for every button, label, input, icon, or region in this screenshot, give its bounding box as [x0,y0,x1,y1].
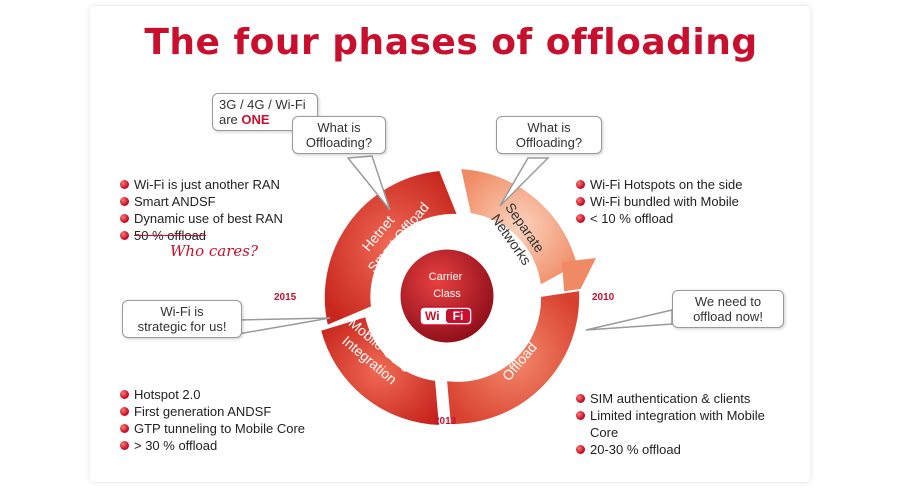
bubble-one-line1: 3G / 4G / Wi-Fi [219,97,306,112]
list-hetnet: Wi-Fi is just another RAN Smart ANDSF Dy… [120,176,283,244]
list-item: First generation ANDSF [120,403,305,420]
year-2010: 2010 [592,292,615,303]
list-item: Wi-Fi bundled with Mobile [576,193,742,210]
bubble-tail-right [499,157,550,207]
list-item: Hotspot 2.0 [120,386,305,403]
list-item: Limited integration with Mobile Core [576,407,776,441]
bubble-need-offload: We need to offload now! [672,290,784,328]
list-seamless: SIM authentication & clients Limited int… [576,390,776,458]
handwritten-note: Who cares? [170,242,259,260]
segment-hetnet [322,168,460,328]
center-label: Carrier Class [429,271,466,300]
segment-seamless [444,288,582,427]
wifi-logo-text: Wi Fi [425,309,463,323]
page-title: The four phases of offloading [144,22,758,63]
list-item: 50 % offload [120,227,283,244]
list-item: GTP tunneling to Mobile Core [120,420,305,437]
list-item: < 10 % offload [576,210,742,227]
bubble-strategic: Wi-Fi is strategic for us! [122,300,242,338]
segment-mobile [318,314,442,428]
bubble-tail-strategic [237,317,331,335]
list-item: 20-30 % offload [576,441,776,458]
bubble-what-right: What is Offloading? [496,116,602,154]
list-item: Wi-Fi Hotspots on the side [576,176,742,193]
bubble-tail-need [585,309,673,331]
list-item: Dynamic use of best RAN [120,210,283,227]
bubble-one-line2: are ONE [219,112,270,127]
list-item: > 30 % offload [120,437,305,454]
list-separate: Wi-Fi Hotspots on the side Wi-Fi bundled… [576,176,742,227]
bubble-tail-left [346,155,391,211]
list-mobile: Hotspot 2.0 First generation ANDSF GTP t… [120,386,305,454]
year-2013: 2013 [434,416,457,427]
list-item: Wi-Fi is just another RAN [120,176,283,193]
bubble-what-left: What is Offloading? [292,116,386,154]
year-2015: 2015 [274,292,297,303]
list-item: Smart ANDSF [120,193,283,210]
list-item: SIM authentication & clients [576,390,776,407]
